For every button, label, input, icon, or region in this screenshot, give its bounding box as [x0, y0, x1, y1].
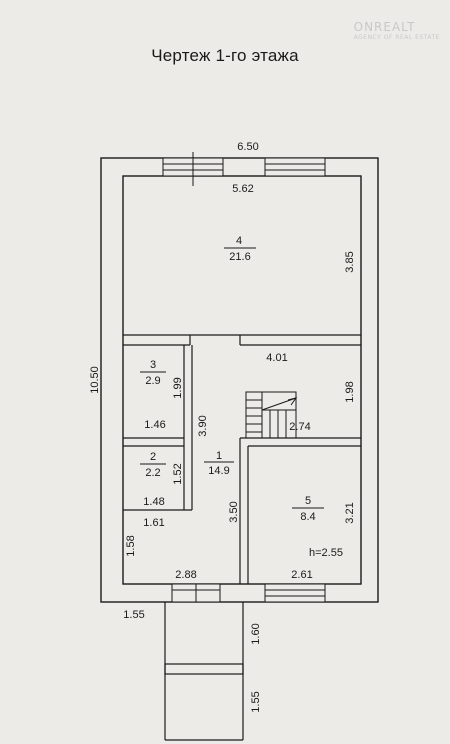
- closet-walls: [123, 345, 193, 511]
- watermark-sub: AGENCY OF REAL ESTATE: [353, 34, 440, 41]
- watermark-brand: ONREALT: [353, 20, 416, 34]
- bottom-door: [171, 583, 221, 603]
- dim-room3-width: 1.46: [144, 419, 165, 431]
- room4-area: 21.6: [229, 251, 250, 263]
- top-window-right: [264, 157, 326, 177]
- dim-room4-height: 3.85: [344, 251, 356, 272]
- dim-outer-width: 6.50: [237, 141, 258, 153]
- dim-bottom-right-width: 2.61: [291, 569, 312, 581]
- dim-corridor-width: 4.01: [266, 352, 287, 364]
- dim-room5-right-height: 3.21: [344, 502, 356, 523]
- dim-room5-left-height: 3.50: [228, 501, 240, 522]
- dim-porch-height1: 1.60: [250, 623, 262, 644]
- plan-title: Чертеж 1-го этажа: [151, 46, 299, 65]
- dim-porch-height2: 1.55: [250, 691, 262, 712]
- room2-area: 2.2: [145, 467, 160, 479]
- room3-number: 3: [150, 359, 156, 371]
- dim-hall-height: 3.90: [197, 415, 209, 436]
- room1-number: 1: [216, 450, 222, 462]
- staircase: [245, 391, 298, 439]
- outer-wall-outer: [100, 157, 379, 603]
- ceiling-height: h=2.55: [309, 547, 343, 559]
- room4-bottom-wall: [123, 334, 361, 346]
- room3-area: 2.9: [145, 375, 160, 387]
- dim-room2-width: 1.48: [143, 496, 164, 508]
- dim-hall-bottom-width: 1.61: [143, 517, 164, 529]
- dim-room3-height: 1.99: [172, 377, 184, 398]
- outer-wall-inner: [122, 175, 362, 585]
- dim-bottom-left-width: 2.88: [175, 569, 196, 581]
- watermark-logo: ONREALT AGENCY OF REAL ESTATE: [354, 20, 440, 41]
- porch: [164, 602, 244, 741]
- room2-number: 2: [150, 451, 156, 463]
- dim-left-bottom-height: 1.58: [125, 535, 137, 556]
- dim-room4-width: 5.62: [232, 183, 253, 195]
- dim-outer-height: 10.50: [89, 366, 101, 394]
- dim-stair: 2.74: [289, 421, 310, 433]
- dim-porch-offset: 1.55: [123, 609, 144, 621]
- room5-area: 8.4: [300, 511, 315, 523]
- room5-number: 5: [305, 495, 311, 507]
- room1-area: 14.9: [208, 465, 229, 477]
- bottom-window: [264, 583, 326, 603]
- room4-number: 4: [236, 235, 242, 247]
- dim-room2-height: 1.52: [172, 463, 184, 484]
- dim-corridor-right-height: 1.98: [344, 381, 356, 402]
